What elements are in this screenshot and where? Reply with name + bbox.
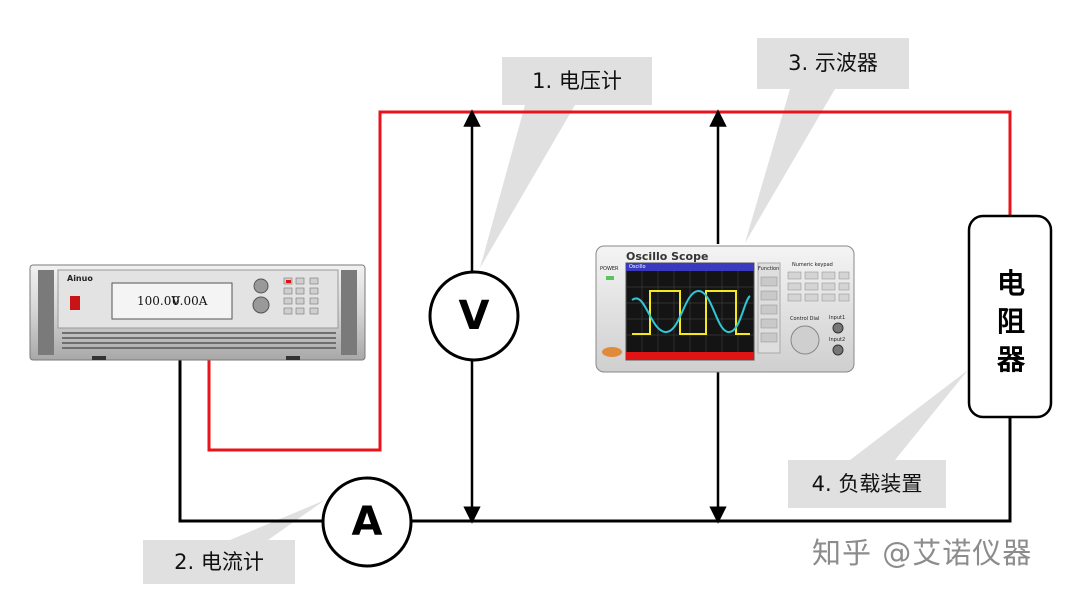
square-wave-trace <box>632 290 750 335</box>
power-supply-device <box>29 264 366 361</box>
load-callout-pointer <box>850 370 968 460</box>
live-wire <box>207 110 1012 452</box>
resistor-label: 电 阻 器 <box>968 265 1054 379</box>
return-wire <box>178 360 323 523</box>
voltmeter-callout-pointer <box>480 105 575 268</box>
oscilloscope-dial-label: Control Dial <box>790 316 820 322</box>
oscilloscope-device <box>595 245 855 373</box>
power-supply-voltage-readout: 100.0V <box>137 294 181 308</box>
watermark: 知乎 @艾诺仪器 <box>812 536 1033 570</box>
return-wire-right <box>411 418 1012 523</box>
voltmeter-symbol <box>428 270 520 362</box>
oscilloscope-title: Oscillo Scope <box>626 250 709 263</box>
voltmeter-letter: V <box>458 293 490 339</box>
resistor-label-char-3: 器 <box>996 343 1025 376</box>
resistor-label-char-1: 电 <box>996 267 1025 300</box>
sine-wave-trace <box>631 289 751 333</box>
oscilloscope-callout: 3. 示波器 <box>757 38 909 89</box>
oscilloscope-input2-label: Input2 <box>829 337 846 343</box>
oscilloscope-screen-tab: Oscillo <box>629 264 646 270</box>
ammeter-callout: 2. 电流计 <box>143 540 295 584</box>
ammeter-symbol <box>321 476 413 568</box>
voltmeter-callout: 1. 电压计 <box>502 57 652 105</box>
ammeter-letter: A <box>351 499 383 545</box>
resistor-label-char-2: 阻 <box>996 305 1025 338</box>
oscilloscope-callout-pointer <box>745 89 835 243</box>
oscilloscope-keypad-label: Numeric keypad <box>792 262 833 268</box>
power-supply-brand: Ainuo <box>67 274 93 283</box>
oscilloscope-function-label: Function <box>758 266 780 272</box>
resistor-box <box>967 214 1053 419</box>
load-callout: 4. 负载装置 <box>788 460 946 508</box>
oscilloscope-power-label: POWER <box>600 266 619 272</box>
oscilloscope-input1-label: Input1 <box>829 315 846 321</box>
power-supply-current-readout: 0.00A <box>172 294 208 308</box>
